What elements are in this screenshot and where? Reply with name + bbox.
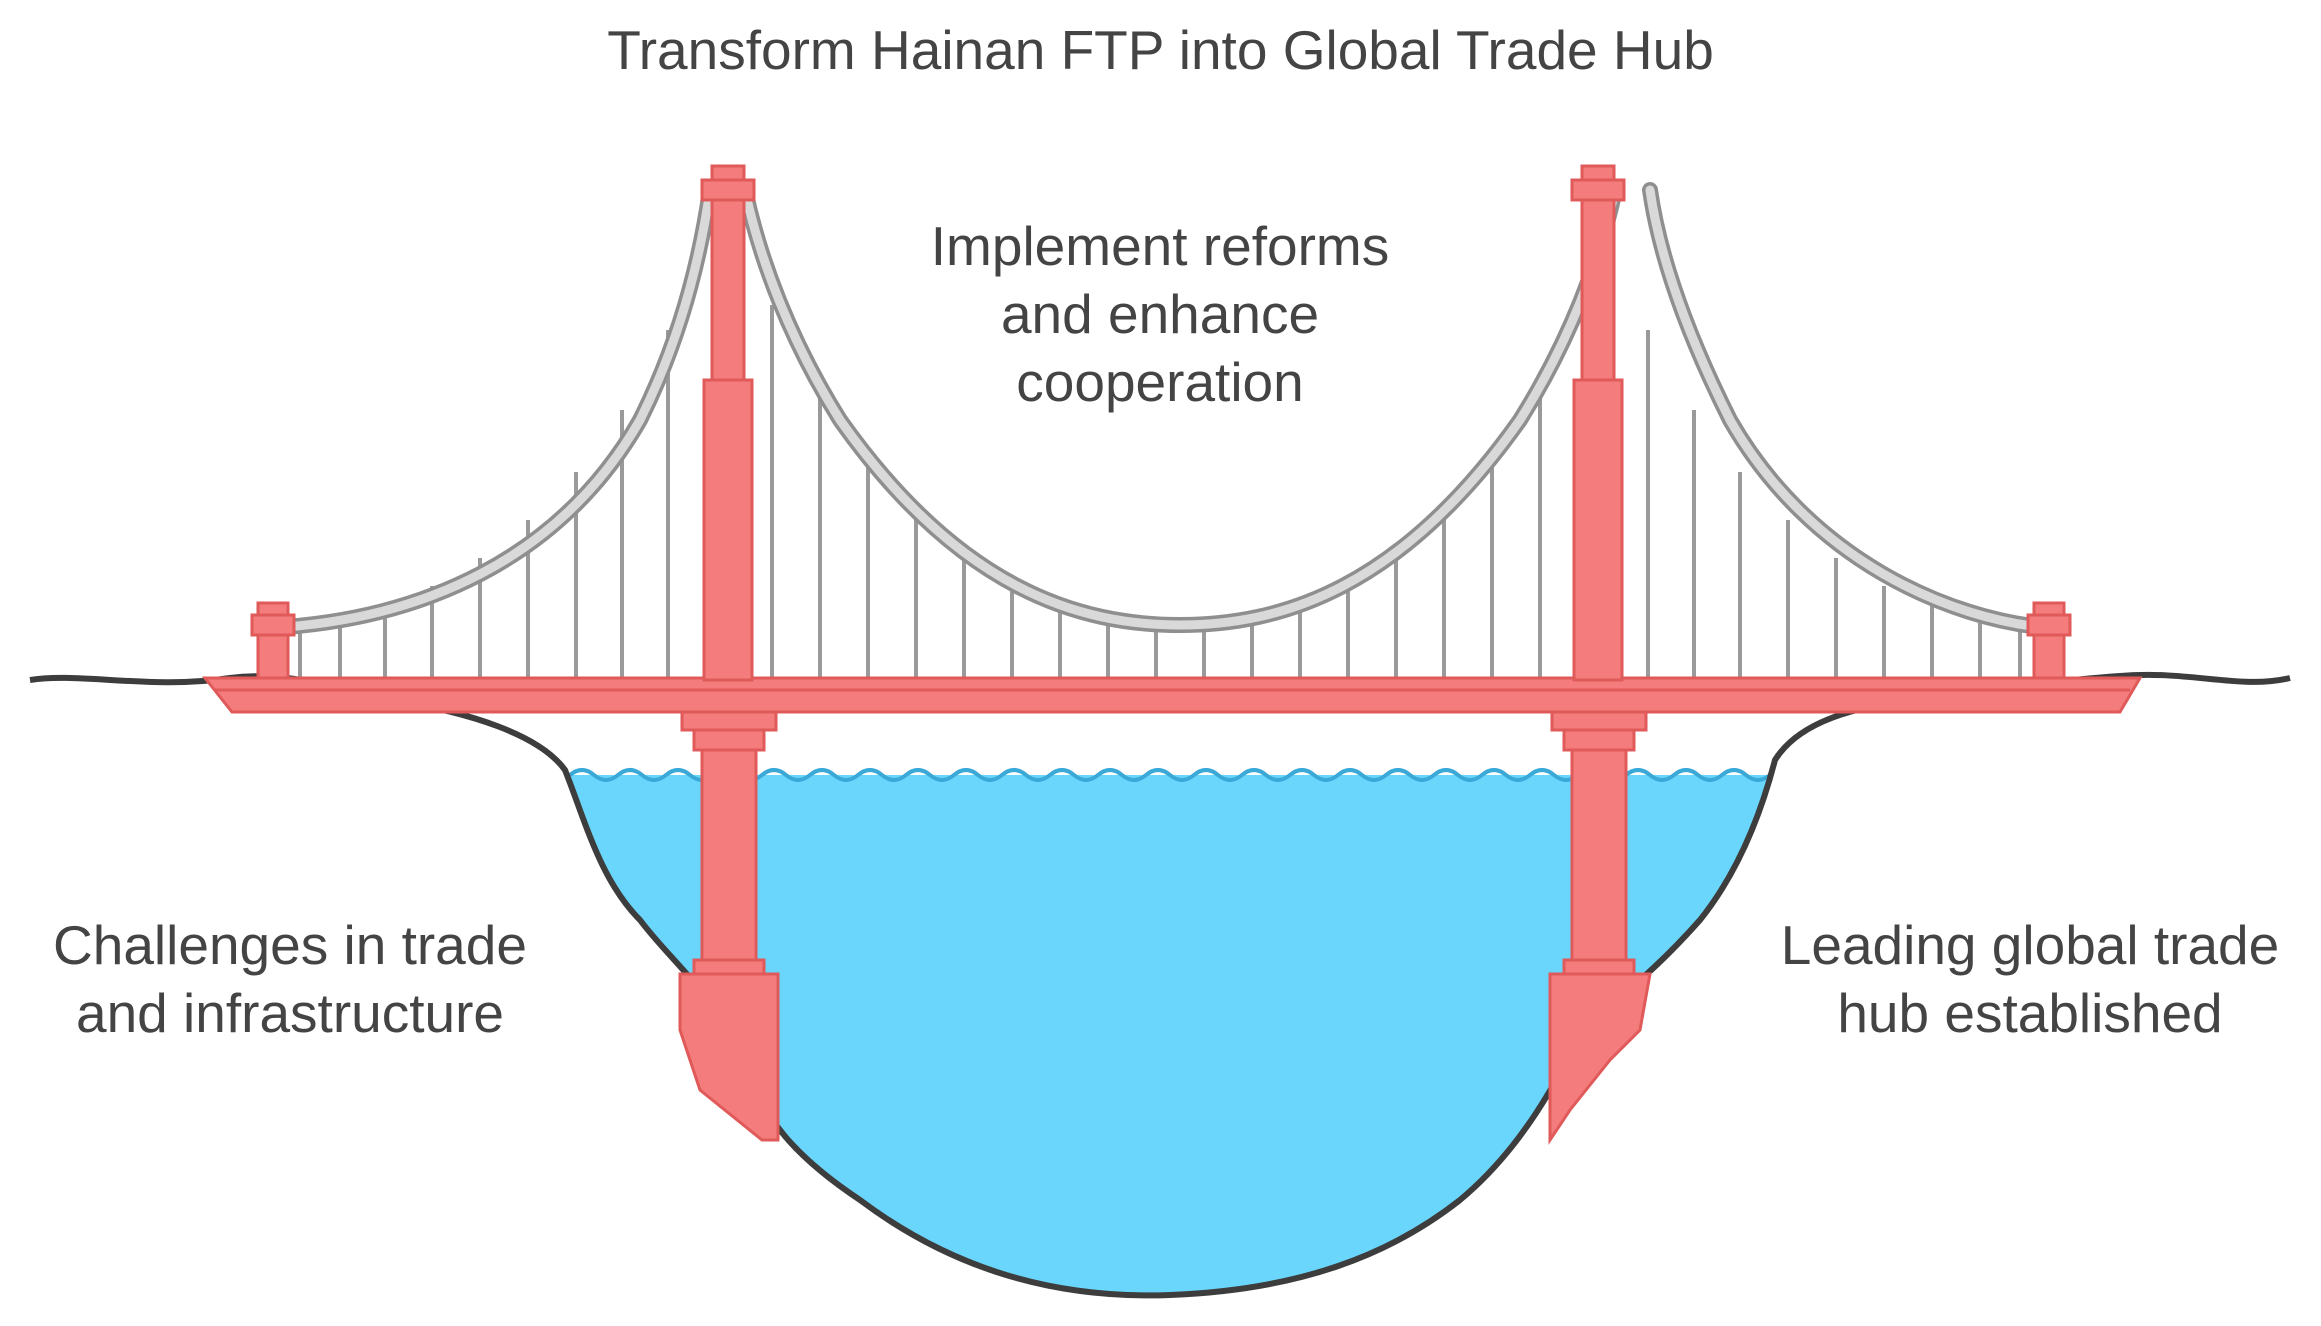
middle-label-line: and enhance [1000,283,1320,346]
right-tower [1548,164,1652,1145]
right-label-line: hub established [1837,982,2223,1045]
left-end-post [250,601,296,682]
right-label-line: Leading global trade [1780,914,2280,976]
water-body [570,775,1770,1296]
middle-label-line: Implement reforms [930,215,1390,277]
left-label-line: and infrastructure [76,982,504,1045]
right-end-post [2026,601,2072,682]
middle-label: Implement reforms and enhance cooperatio… [860,212,1460,417]
right-label: Leading global trade hub established [1760,911,2300,1047]
diagram-title: Transform Hainan FTP into Global Trade H… [607,19,1714,81]
left-label-line: Challenges in trade [53,914,527,976]
suspender-rods [298,305,2022,678]
middle-label-line: cooperation [1016,351,1304,414]
main-cables [262,182,2058,636]
left-label: Challenges in trade and infrastructure [20,911,560,1047]
left-tower [678,164,780,1142]
bridge-deck [201,676,2143,714]
